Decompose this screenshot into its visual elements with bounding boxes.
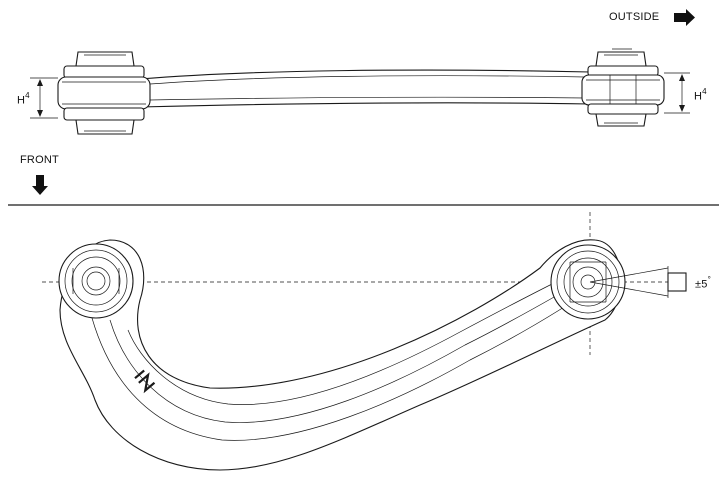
height-dimension-left: H4 xyxy=(17,91,30,107)
left-bushing-plan xyxy=(58,243,134,319)
right-bushing-plan xyxy=(550,244,626,320)
arrow-right-icon xyxy=(674,9,695,26)
side-view xyxy=(30,48,690,135)
front-label: FRONT xyxy=(20,154,59,166)
right-bushing-side xyxy=(581,48,665,127)
angle-tolerance-label: ±5° xyxy=(695,275,711,291)
left-bushing-side xyxy=(57,51,151,135)
in-marking xyxy=(134,369,156,394)
height-dimension-right: H4 xyxy=(694,87,707,103)
arrow-down-icon xyxy=(32,175,48,195)
plan-view xyxy=(42,212,687,471)
outside-label: OUTSIDE xyxy=(609,11,660,23)
